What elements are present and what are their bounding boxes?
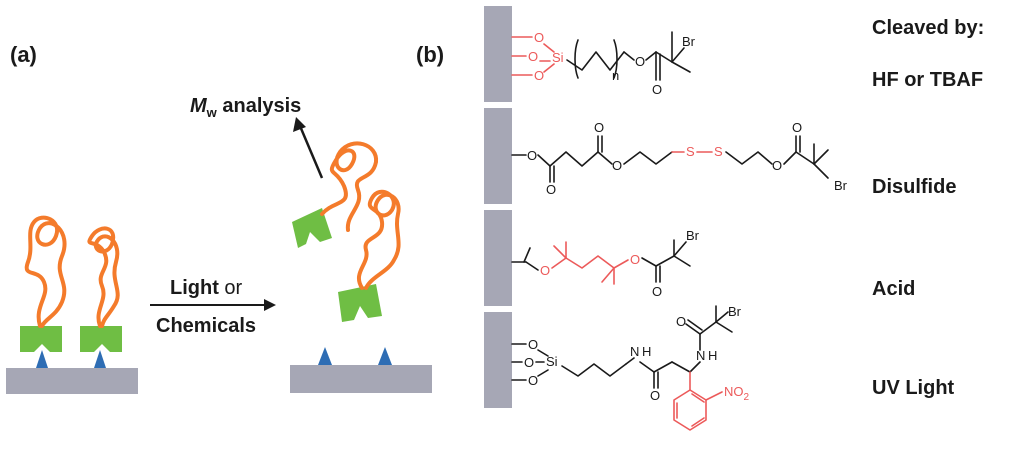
svg-text:Br: Br xyxy=(686,228,700,243)
left-anchor-2 xyxy=(94,350,106,368)
right-anchor-2 xyxy=(378,347,392,365)
svg-text:Si: Si xyxy=(546,354,558,369)
svg-text:Br: Br xyxy=(682,34,696,49)
svg-text:S: S xyxy=(686,144,695,159)
svg-text:O: O xyxy=(540,263,550,278)
svg-text:O: O xyxy=(772,158,782,173)
left-substrate xyxy=(6,368,138,394)
surface-wall-1 xyxy=(484,6,512,102)
condition-label-4: UV Light xyxy=(872,377,955,399)
panel-a-label: (a) xyxy=(10,42,37,67)
nitro-group-label: NO2 xyxy=(724,384,750,403)
svg-text:N: N xyxy=(696,348,705,363)
surface-wall-2 xyxy=(484,108,512,204)
svg-text:O: O xyxy=(546,182,556,197)
svg-text:O: O xyxy=(612,158,622,173)
svg-text:O: O xyxy=(630,252,640,267)
svg-text:O: O xyxy=(528,373,538,388)
svg-text:O: O xyxy=(652,82,662,97)
left-polymer-2 xyxy=(87,226,120,328)
structure-row-1: O O O Si n O O Br xyxy=(511,30,696,97)
analysis-arrow xyxy=(298,125,324,179)
svg-text:N: N xyxy=(630,344,639,359)
svg-text:O: O xyxy=(650,388,660,403)
left-initiator-1 xyxy=(20,326,62,352)
left-initiator-2 xyxy=(80,326,122,352)
stimulus-line-1: Light or xyxy=(170,277,243,299)
right-anchor-1 xyxy=(318,347,332,365)
cleaved-by-header: Cleaved by: xyxy=(872,17,984,39)
svg-text:O: O xyxy=(528,49,538,64)
svg-text:O: O xyxy=(534,68,544,83)
condition-label-2: Disulfide xyxy=(872,176,956,198)
surface-wall-4 xyxy=(484,312,512,408)
process-arrowhead xyxy=(264,299,276,311)
detached-initiator-2 xyxy=(338,284,382,322)
svg-text:n: n xyxy=(612,68,619,83)
analysis-arrowhead xyxy=(293,117,306,132)
svg-text:O: O xyxy=(652,284,662,299)
panel-b-label: (b) xyxy=(416,42,444,67)
svg-text:Br: Br xyxy=(834,178,848,193)
left-anchor-1 xyxy=(36,350,48,368)
svg-text:O: O xyxy=(528,337,538,352)
right-substrate xyxy=(290,365,432,393)
structure-row-4: O O O Si N H O N H O Br NO2 xyxy=(511,304,750,431)
structure-row-2: O O O O S S O O Br xyxy=(511,120,848,197)
left-polymer-1 xyxy=(24,215,67,328)
svg-text:H: H xyxy=(642,344,651,359)
svg-text:O: O xyxy=(594,120,604,135)
svg-text:O: O xyxy=(534,30,544,45)
svg-text:O: O xyxy=(524,355,534,370)
detached-initiator-1 xyxy=(292,208,332,248)
detached-polymer-1 xyxy=(320,141,379,232)
stimulus-line-2: Chemicals xyxy=(156,315,256,337)
svg-text:O: O xyxy=(792,120,802,135)
svg-text:S: S xyxy=(714,144,723,159)
condition-label-3: Acid xyxy=(872,278,915,300)
svg-text:Si: Si xyxy=(552,50,564,65)
svg-text:H: H xyxy=(708,348,717,363)
svg-text:O: O xyxy=(635,54,645,69)
surface-wall-3 xyxy=(484,210,512,306)
svg-text:Br: Br xyxy=(728,304,742,319)
svg-text:O: O xyxy=(527,148,537,163)
condition-label-1: HF or TBAF xyxy=(872,69,983,91)
structure-row-3: O O O Br xyxy=(511,228,700,299)
detached-polymer-2 xyxy=(356,189,401,290)
mw-analysis-label: Mw analysis xyxy=(190,95,301,120)
svg-text:O: O xyxy=(676,314,686,329)
